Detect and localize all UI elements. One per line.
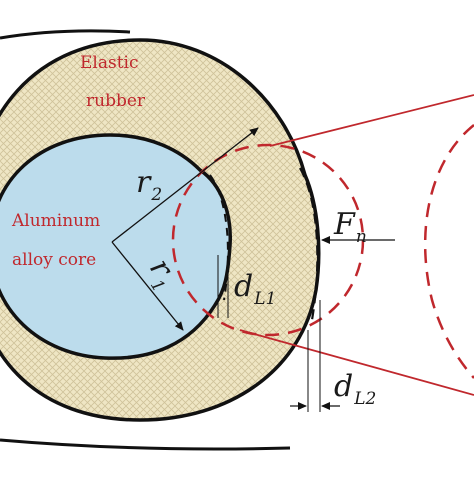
frame-top-line (0, 29, 131, 40)
rubber-label-line2: rubber (86, 91, 146, 111)
r2-label: r2 (136, 165, 162, 205)
zoom-line-top (269, 94, 474, 147)
core-label-line2: alloy core (12, 250, 96, 270)
dl2-label: dL2 (334, 369, 376, 409)
rubber-label-line1: Elastic (80, 53, 139, 73)
r1-arrow (111, 241, 184, 331)
r2-arrow (111, 127, 259, 243)
zoom-line-bottom (239, 329, 474, 396)
frame-bottom-line (0, 438, 291, 451)
core-label-line1: Aluminum (11, 211, 100, 231)
deformed-outer-contact (299, 167, 319, 321)
force-label: Fn (333, 207, 367, 247)
deformed-inner-contact (209, 174, 229, 301)
dl1-label: dL1 (234, 269, 276, 309)
magnified-zoom-arc (423, 124, 474, 379)
